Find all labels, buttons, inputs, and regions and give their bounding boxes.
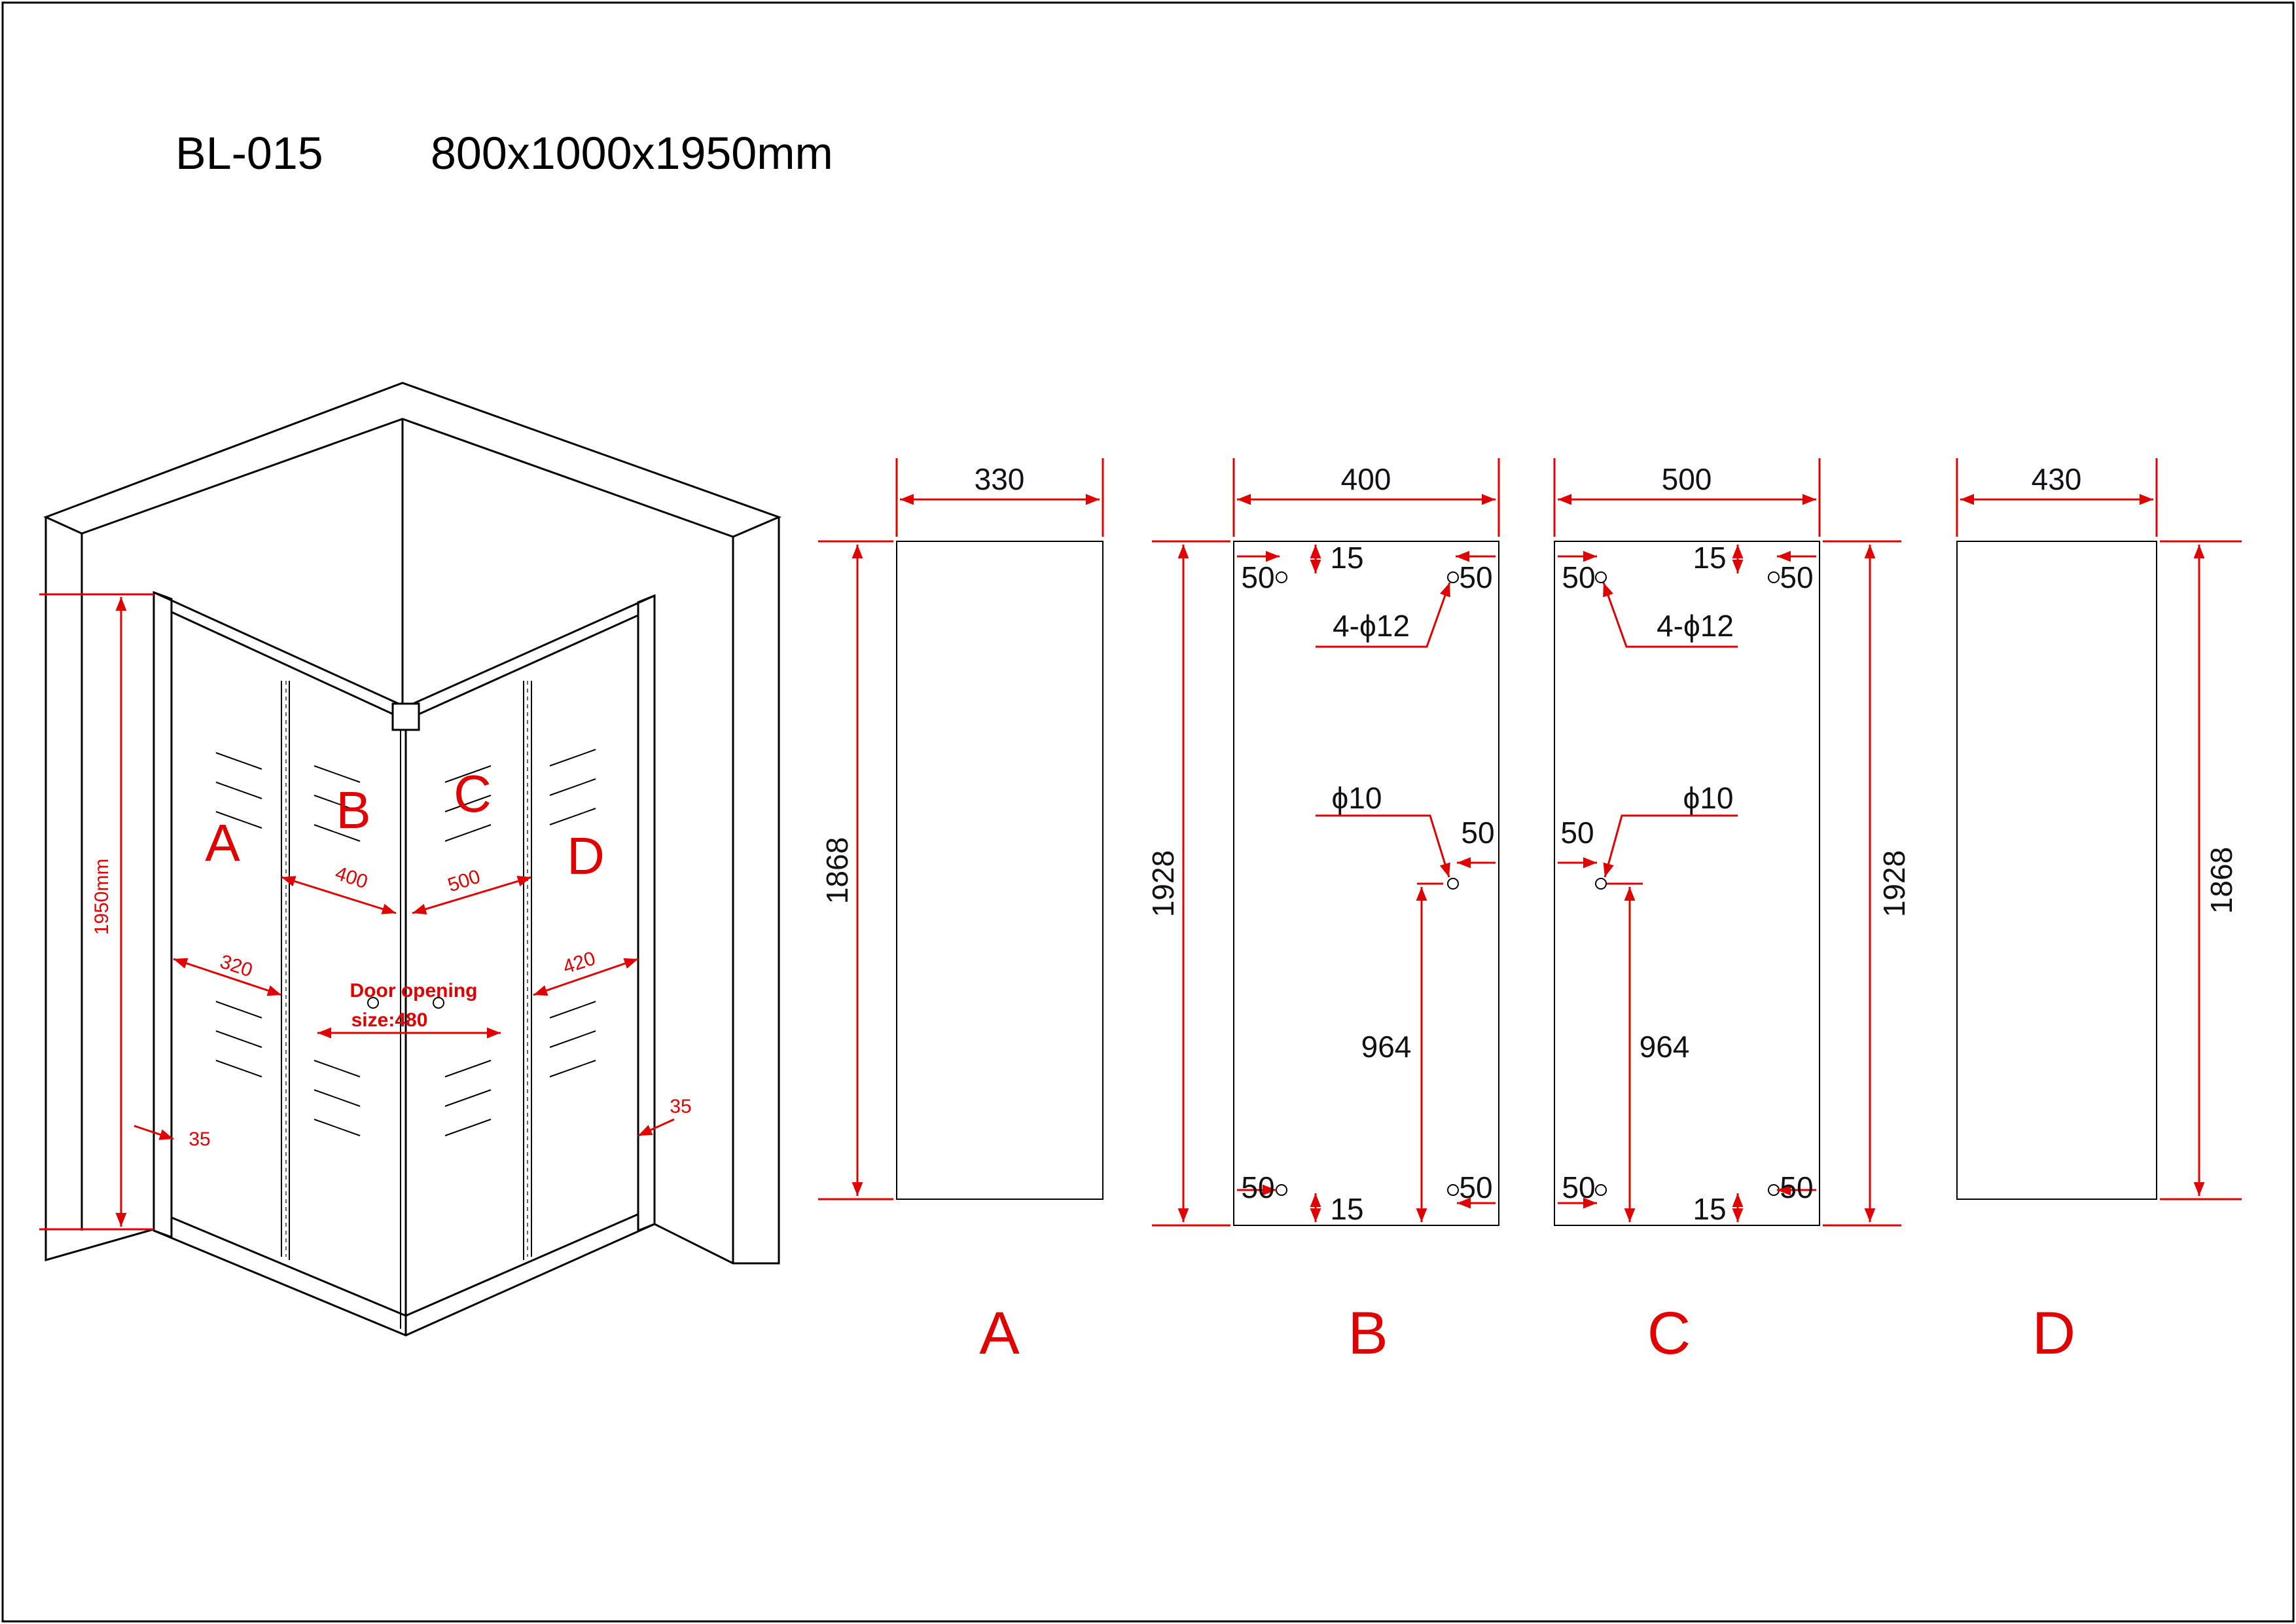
door-opening-label: Door opening xyxy=(350,980,478,1001)
panel-c-top-offset: 15 xyxy=(1693,541,1726,575)
panel-c-top-right-edge: 50 xyxy=(1780,560,1813,594)
isometric-view: A B C D 1950mm 320 400 500 420 Door open… xyxy=(39,382,782,1337)
panel-b-top-left-edge: 50 xyxy=(1241,560,1274,594)
panel-c-bottom-left-edge: 50 xyxy=(1562,1170,1595,1204)
panel-b-bottom-right-edge: 50 xyxy=(1459,1170,1492,1204)
left-wall-outline xyxy=(45,517,154,1261)
panel-c-hole-callout: 4-ϕ12 xyxy=(1657,609,1734,643)
iso-height-label: 1950mm xyxy=(91,859,113,935)
panel-a-label: A xyxy=(979,1300,1020,1367)
hole-icon xyxy=(1447,1184,1459,1196)
door-opening-size: size:480 xyxy=(351,1009,428,1031)
panel-c-label: C xyxy=(1647,1300,1691,1367)
hole-icon xyxy=(1447,571,1459,583)
iso-label-d: D xyxy=(567,827,605,885)
panel-c-knob-height: 964 xyxy=(1640,1030,1690,1064)
panel-a-elevation: 330 1868 A xyxy=(818,458,1104,1367)
panel-b-knob-height: 964 xyxy=(1361,1030,1412,1064)
panel-b-bottom-offset: 15 xyxy=(1330,1192,1363,1226)
panel-c-knob-callout: ϕ10 xyxy=(1683,781,1734,815)
panel-b-top-right-edge: 50 xyxy=(1459,560,1492,594)
hole-icon xyxy=(1768,571,1780,583)
panel-a-height: 1868 xyxy=(820,837,854,904)
panel-c-top-left-edge: 50 xyxy=(1562,560,1595,594)
panel-b-knob-edge: 50 xyxy=(1461,816,1494,850)
panel-c-outline xyxy=(1554,541,1820,1226)
panel-d-outline xyxy=(1956,541,2157,1200)
panel-c-width: 500 xyxy=(1662,462,1712,496)
panel-d-label: D xyxy=(2032,1300,2075,1367)
panel-c-height: 1928 xyxy=(1877,850,1911,917)
panel-b-bottom-left-edge: 50 xyxy=(1241,1170,1274,1204)
overall-size: 800x1000x1950mm xyxy=(431,128,833,179)
iso-dim-right-gap: 35 xyxy=(670,1096,691,1117)
iso-dim-left-gap: 35 xyxy=(188,1128,210,1150)
glass-hatching xyxy=(215,749,596,1136)
model-number: BL-015 xyxy=(175,128,323,179)
panel-b-top-offset: 15 xyxy=(1330,541,1363,575)
wall-top xyxy=(43,382,782,538)
knob-icon xyxy=(367,997,379,1009)
hole-icon xyxy=(1276,571,1287,583)
right-wall-outline xyxy=(654,517,780,1265)
knob-hole-icon xyxy=(1595,878,1607,890)
panel-b-hole-callout: 4-ϕ12 xyxy=(1333,609,1410,643)
panel-b-width: 400 xyxy=(1341,462,1391,496)
left-enclosure-front xyxy=(153,591,406,1337)
knob-icon xyxy=(433,997,444,1009)
panel-b-label: B xyxy=(1348,1300,1388,1367)
panel-c-bottom-right-edge: 50 xyxy=(1780,1170,1813,1204)
hole-icon xyxy=(1595,1184,1607,1196)
panel-c-elevation: 500 1928 50 15 50 4-ϕ12 ϕ10 50 964 50 15 xyxy=(1553,458,1911,1367)
panel-c-bottom-offset: 15 xyxy=(1693,1192,1726,1226)
iso-label-c: C xyxy=(454,765,492,823)
panel-d-width: 430 xyxy=(2032,462,2082,496)
hole-icon xyxy=(1276,1184,1287,1196)
panel-a-width: 330 xyxy=(975,462,1025,496)
knob-hole-icon xyxy=(1447,878,1459,890)
iso-label-a: A xyxy=(205,814,240,872)
panel-d-elevation: 430 1868 D xyxy=(1956,458,2242,1367)
hole-icon xyxy=(1595,571,1607,583)
panel-b-height: 1928 xyxy=(1146,850,1180,917)
panel-d-height: 1868 xyxy=(2204,847,2238,914)
panel-b-elevation: 400 1928 50 15 50 4-ϕ12 ϕ10 50 964 50 15 xyxy=(1146,458,1500,1367)
iso-label-b: B xyxy=(336,781,370,839)
panel-a-outline xyxy=(896,541,1103,1200)
panel-b-knob-callout: ϕ10 xyxy=(1332,781,1382,815)
panel-c-knob-edge: 50 xyxy=(1560,816,1594,850)
panel-b-outline xyxy=(1233,541,1499,1226)
